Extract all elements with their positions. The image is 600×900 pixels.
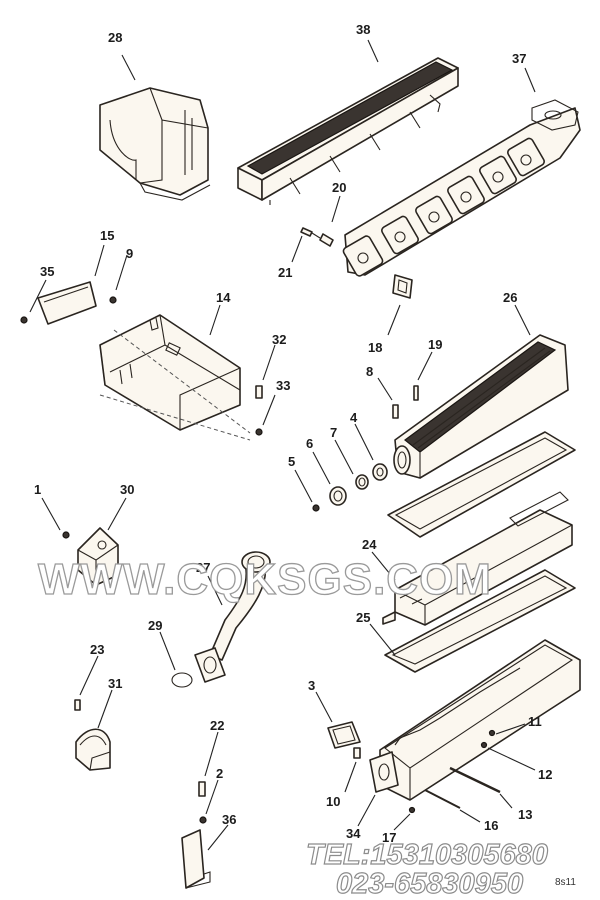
callout-leaders [29, 39, 536, 851]
part-35-screw [20, 316, 28, 324]
part-11-screw [488, 729, 496, 737]
part-4-ring [372, 463, 388, 481]
part-36-bracket [181, 829, 211, 889]
part-5-screw [312, 504, 320, 512]
callout-14: 14 [216, 290, 231, 305]
watermark-url: WWW.CQKSGS.COM [38, 555, 492, 604]
callout-35: 35 [40, 264, 54, 279]
callout-4: 4 [350, 410, 358, 425]
callout-10: 10 [326, 794, 340, 809]
part-12-screw [480, 741, 488, 749]
callout-37: 37 [512, 51, 526, 66]
part-15-plate [37, 281, 97, 325]
lower-housing [369, 639, 581, 801]
callout-36: 36 [222, 812, 236, 827]
callout-31: 31 [108, 676, 122, 691]
part-18-gasket [392, 274, 413, 299]
callout-29: 29 [148, 618, 162, 633]
callout-17: 17 [382, 830, 396, 845]
callout-25: 25 [356, 610, 370, 625]
part-13-rod [449, 766, 501, 794]
callout-30: 30 [120, 482, 134, 497]
callout-19: 19 [428, 337, 442, 352]
callout-21: 21 [278, 265, 292, 280]
callout-18: 18 [368, 340, 382, 355]
callout-32: 32 [272, 332, 286, 347]
part-26-intake-cover [393, 334, 569, 479]
callout-labels: 28 38 37 20 21 15 9 35 14 18 26 32 33 19… [34, 22, 552, 845]
part-7-ring [355, 474, 369, 490]
part-1-screw [62, 531, 70, 539]
callout-8: 8 [366, 364, 373, 379]
part-23-screw [74, 699, 81, 711]
part-29-oring [171, 672, 193, 688]
callout-24: 24 [362, 537, 377, 552]
callout-23: 23 [90, 642, 104, 657]
footer-code: 8s11 [555, 877, 576, 888]
part-25-gasket [384, 569, 576, 673]
callout-6: 6 [306, 436, 313, 451]
callout-13: 13 [518, 807, 532, 822]
callout-20: 20 [332, 180, 346, 195]
part-3-gasket [327, 721, 361, 749]
part-2-washer [199, 816, 207, 824]
callout-22: 22 [210, 718, 224, 733]
callout-2: 2 [216, 766, 223, 781]
callout-11: 11 [528, 714, 542, 729]
callout-27: 27 [196, 560, 210, 575]
callout-12: 12 [538, 767, 552, 782]
manifold-ports [342, 137, 545, 277]
part-28-cover [99, 87, 211, 201]
callout-15: 15 [100, 228, 114, 243]
part-27-pipe [194, 551, 271, 683]
part-9-screw [109, 296, 117, 304]
part-16-rod [424, 789, 461, 809]
callout-9: 9 [126, 246, 133, 261]
part-38-grille [237, 57, 459, 205]
part-20-21-studs [300, 227, 334, 247]
part-32-33-fasteners [255, 385, 263, 436]
part-30-bracket [77, 527, 119, 586]
callout-38: 38 [356, 22, 370, 37]
contact-phone: 023-65830950 [336, 868, 523, 900]
part-19-screw [413, 385, 419, 401]
part-24-housing [382, 491, 573, 626]
upper-gasket [387, 431, 576, 538]
callout-33: 33 [276, 378, 290, 393]
contact-tel: TEL:15310305680 [306, 839, 548, 871]
part-8-screw [392, 404, 399, 419]
callout-16: 16 [484, 818, 498, 833]
part-14-bracket [99, 314, 251, 441]
part-37-manifold [342, 99, 581, 277]
callout-1: 1 [34, 482, 41, 497]
part-17-screw [408, 806, 416, 814]
part-22-screw [198, 781, 206, 797]
part-10-bolt [353, 747, 361, 759]
callout-28: 28 [108, 30, 122, 45]
callout-3: 3 [308, 678, 315, 693]
part-31-clamp [75, 728, 111, 771]
callout-34: 34 [346, 826, 361, 841]
callout-7: 7 [330, 425, 337, 440]
callout-5: 5 [288, 454, 295, 469]
callout-26: 26 [503, 290, 517, 305]
part-6-ring [329, 486, 347, 506]
